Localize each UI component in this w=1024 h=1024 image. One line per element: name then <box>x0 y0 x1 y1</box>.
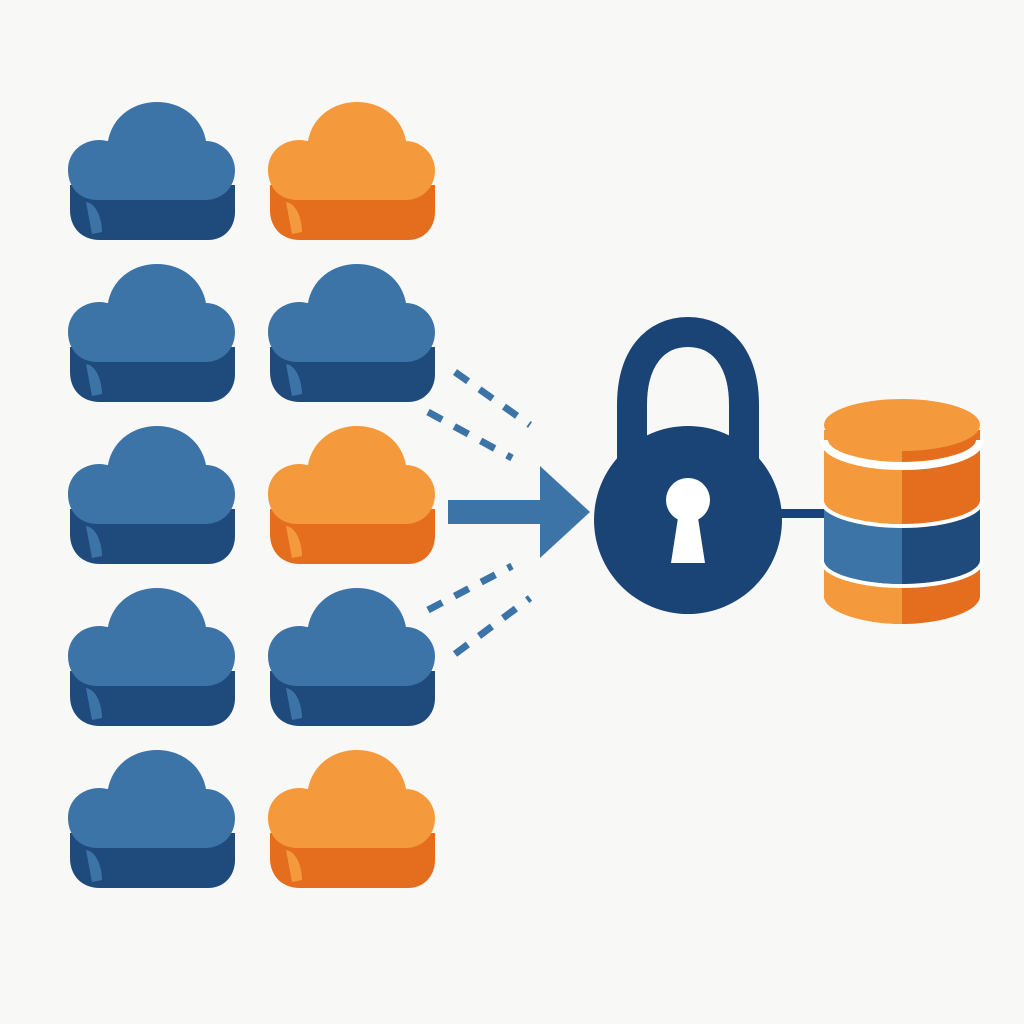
cloud-icon <box>68 102 235 240</box>
dashed-connectors-upper <box>426 369 533 462</box>
cloud-icon <box>268 264 435 402</box>
connector-line <box>778 509 828 518</box>
database-icon <box>820 399 984 624</box>
cloud-icon <box>68 264 235 402</box>
cloud-icon <box>268 102 435 240</box>
dashed-line <box>452 369 533 428</box>
cloud-icon <box>68 750 235 888</box>
cloud-grid <box>68 102 435 888</box>
cloud-icon <box>268 750 435 888</box>
dashed-line <box>426 408 514 462</box>
arrow-right-icon <box>448 466 590 558</box>
keyhole-icon <box>666 478 710 563</box>
cloud-icon <box>268 426 435 564</box>
cloud-icon <box>268 588 435 726</box>
dashed-connectors-lower <box>426 562 533 657</box>
dashed-line <box>426 562 514 614</box>
padlock-icon <box>594 316 782 614</box>
cloud-icon <box>68 588 235 726</box>
cloud-icon <box>68 426 235 564</box>
dashed-line <box>452 595 533 657</box>
